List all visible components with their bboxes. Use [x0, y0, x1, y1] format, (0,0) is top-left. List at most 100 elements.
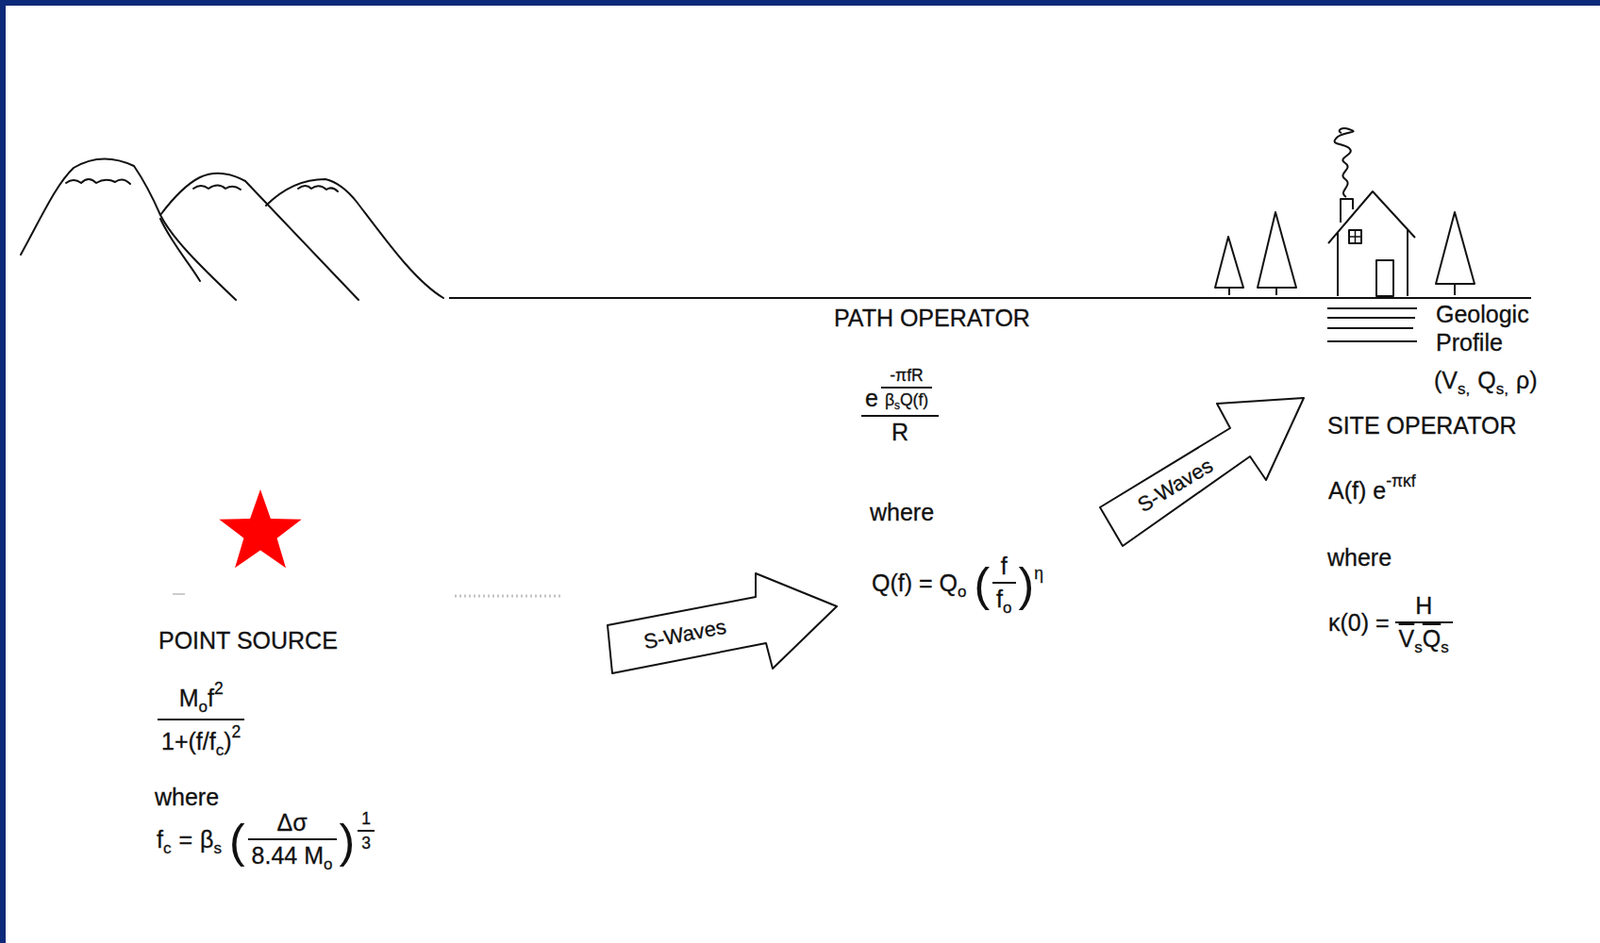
formula-text: Q(f) = Q — [871, 569, 958, 597]
where-word: where — [869, 498, 934, 527]
formula-text: (V — [1433, 366, 1458, 394]
formula-text: M — [179, 684, 200, 712]
wave-arrow: S-Waves — [604, 570, 840, 677]
denominator: VsQs — [1395, 623, 1453, 657]
frame-top — [0, 0, 1600, 6]
source-formula: Mof21+(f/fc)2 — [154, 679, 248, 760]
denominator: R — [861, 416, 939, 447]
tree-trunk — [1275, 287, 1278, 296]
formula-text: β — [200, 826, 214, 853]
formula-text: o — [198, 698, 207, 717]
formula-text: 1+(f/f — [161, 728, 217, 755]
layer-line — [1327, 327, 1414, 330]
denominator: 8.44 Mo — [248, 840, 337, 874]
formula-text: c — [163, 839, 172, 858]
house-roof — [1328, 191, 1416, 244]
fraction: ffo — [992, 552, 1016, 617]
formula-text: s, — [1457, 380, 1470, 399]
denominator: 3 — [357, 832, 375, 853]
tree-trunk — [1228, 287, 1231, 296]
denominator: fo — [992, 583, 1016, 617]
q-formula: Q(f) = Qo(ffo)η — [871, 552, 1044, 617]
formula-text: R — [891, 418, 909, 446]
formula-text: o — [323, 855, 333, 874]
numerator: f — [992, 552, 1016, 584]
formula-text: ) — [223, 728, 232, 755]
village — [1215, 128, 1475, 297]
fraction: e-πfRβsQ(f)R — [861, 366, 939, 447]
layer-line — [1327, 316, 1416, 319]
formula-text: s — [213, 839, 222, 858]
denominator: 1+(f/fc)2 — [157, 720, 245, 761]
tree — [1435, 212, 1475, 284]
geologic-layers — [1327, 308, 1417, 342]
site-formula: A(f) e-πκf — [1328, 471, 1417, 505]
profile-label: Geologic Profile — [1435, 300, 1564, 357]
door — [1376, 260, 1394, 297]
snow-cap — [66, 179, 131, 184]
section-heading: POINT SOURCE — [158, 626, 338, 655]
formula-text: κ(0) = — [1328, 609, 1390, 636]
scan-mark — [454, 595, 561, 599]
numerator: Mof2 — [157, 679, 245, 721]
source-star — [218, 489, 301, 568]
window — [1349, 230, 1362, 244]
formula-text: V — [1399, 625, 1416, 652]
snow-cap — [193, 185, 241, 191]
numerator: 1 — [357, 809, 375, 833]
superscript: 13 — [354, 820, 378, 840]
layer-line — [1327, 307, 1417, 310]
formula-text: c — [216, 741, 225, 760]
formula-text: Q — [1477, 366, 1496, 394]
house-wall — [1337, 230, 1408, 297]
fraction: H VsQs — [1395, 592, 1453, 657]
formula-text: ( — [229, 815, 246, 868]
formula-text: -πκf — [1385, 471, 1417, 491]
mountain-outline — [20, 158, 236, 300]
formula-text: η — [1033, 564, 1044, 584]
numerator: H — [1395, 592, 1453, 624]
formula-text: f — [1000, 552, 1008, 580]
arrow-outline — [1100, 398, 1304, 547]
arrow-outline — [607, 573, 837, 674]
superscript: -πfRβsQ(f) — [878, 379, 935, 399]
wave-arrow: S-Waves — [1097, 395, 1307, 550]
formula-text: f — [156, 826, 164, 853]
formula-text: H — [1415, 592, 1433, 619]
formula-text: ) — [1018, 558, 1035, 612]
formula-text: = — [178, 826, 193, 853]
formula-text: f — [996, 585, 1003, 613]
mountain-outline — [266, 179, 444, 299]
chimney — [1340, 199, 1353, 223]
tree-trunk — [1453, 283, 1456, 296]
formula-text: o — [957, 583, 967, 601]
fraction: Δσ 8.44 Mo — [248, 809, 337, 874]
superscript: 2 — [214, 679, 224, 699]
smoke — [1334, 128, 1354, 198]
formula-text: where — [869, 499, 934, 526]
formula-text: 3 — [361, 833, 371, 853]
snow-cap — [298, 185, 338, 192]
superscript: -πκf — [1385, 471, 1417, 491]
tree — [1257, 212, 1297, 288]
denominator: βsQ(f) — [881, 388, 933, 414]
kappa-formula: κ(0) = H VsQs — [1328, 592, 1456, 657]
formula-text: 1 — [361, 809, 371, 829]
formula-text: POINT SOURCE — [158, 627, 338, 654]
formula-text: Δσ — [276, 809, 307, 836]
superscript: η — [1033, 564, 1044, 584]
numerator: e-πfRβsQ(f) — [861, 366, 939, 417]
formula-text: 8.44 M — [251, 842, 324, 869]
frame-left — [0, 0, 6, 943]
formula-text: where — [154, 783, 219, 811]
section-heading: SITE OPERATOR — [1327, 411, 1517, 440]
formula-text: o — [1002, 599, 1012, 617]
mountains — [20, 158, 444, 300]
corner-frequency-formula: fc=βs(Δσ8.44 Mo)13 — [156, 809, 378, 874]
formula-text: PATH OPERATOR — [833, 304, 1031, 332]
fraction: Mof21+(f/fc)2 — [157, 679, 245, 760]
formula-text: s, — [1496, 380, 1509, 399]
formula-text: e — [865, 384, 879, 412]
